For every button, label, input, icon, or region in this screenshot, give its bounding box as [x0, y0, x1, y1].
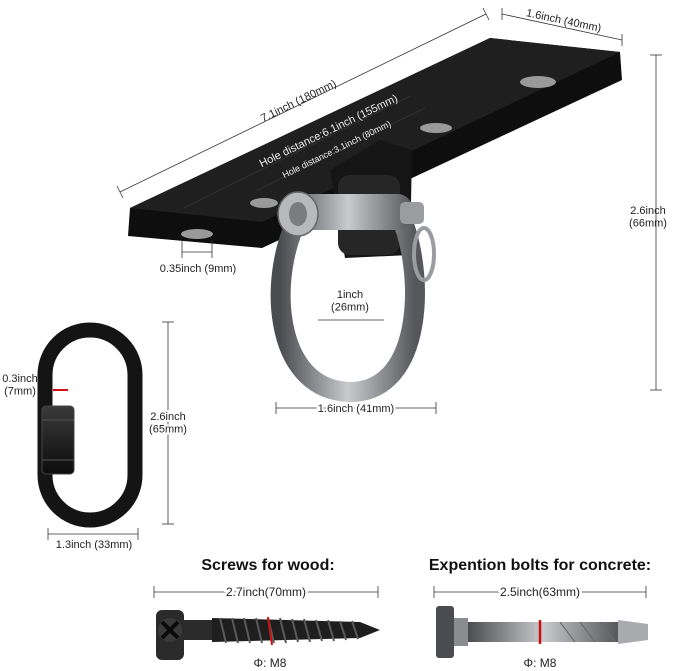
- shackle-inner-width-label: 1inch(26mm): [331, 289, 369, 314]
- plate-hole: [520, 76, 556, 88]
- screw-diameter-label: Φ: M8: [254, 656, 287, 670]
- expansion-bolt: [436, 606, 648, 658]
- quick-link-thickness-label: 0.3inch(7mm): [2, 373, 37, 398]
- screw-title: Screws for wood:: [201, 557, 334, 574]
- bolt-diameter-label: Φ: M8: [524, 656, 557, 670]
- quick-link: [37, 322, 143, 528]
- screw-length-label: 2.7inch(70mm): [226, 585, 306, 599]
- plate-hole: [420, 123, 452, 133]
- plate-hole: [181, 229, 213, 239]
- wood-screw: [156, 610, 380, 660]
- plate-hole: [250, 198, 278, 208]
- quick-link-length-label: 2.6inch(65mm): [149, 411, 187, 436]
- hole-diameter-label: 0.35inch (9mm): [160, 263, 236, 275]
- shackle-ring: [412, 226, 436, 282]
- bolt-length-label: 2.5inch(63mm): [500, 585, 580, 599]
- dimension-lines: [47, 7, 662, 598]
- plate-width-label: 1.6inch (40mm): [525, 7, 602, 35]
- plate-height-label: 2.6inch(66mm): [629, 205, 667, 230]
- quick-link-width-label: 1.3inch (33mm): [56, 539, 132, 551]
- bolt-title: Expention bolts for concrete:: [429, 557, 651, 574]
- shackle: [270, 191, 436, 403]
- shackle-outer-width-label: 1.6inch (41mm): [318, 403, 394, 415]
